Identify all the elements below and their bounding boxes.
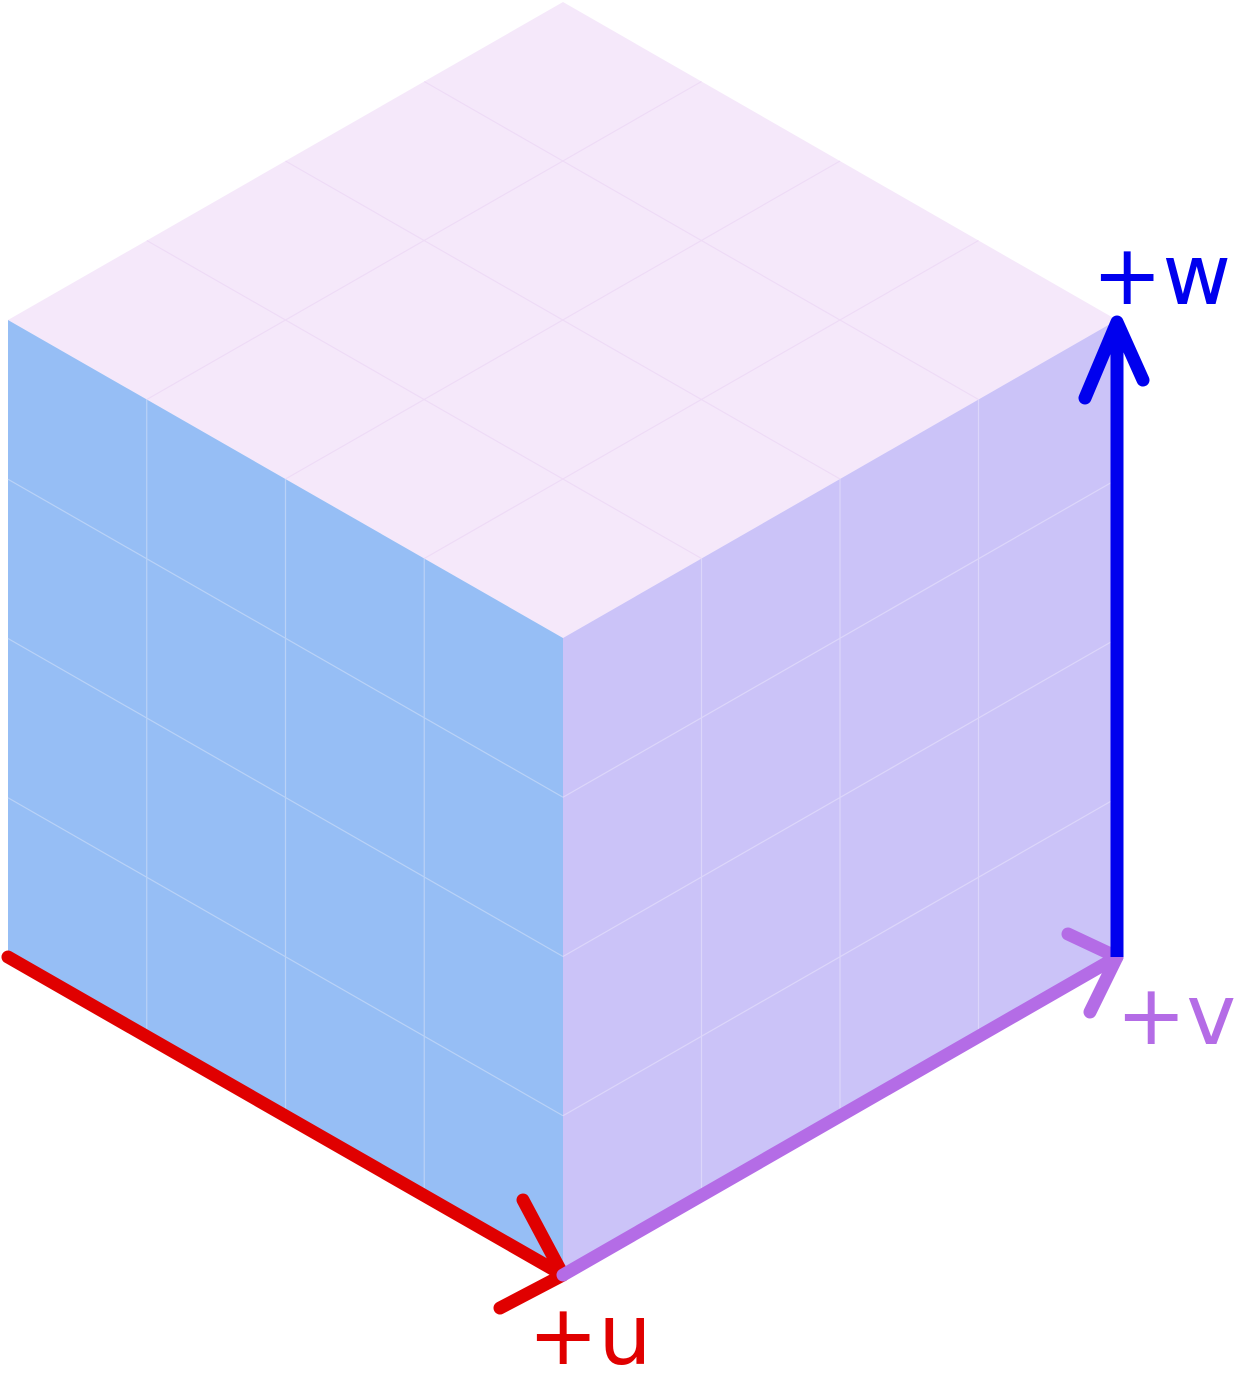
top-grid-line	[423, 239, 979, 560]
w-axis-arrowhead	[1078, 315, 1150, 405]
v-axis-shaft	[556, 950, 1124, 1282]
cube-left-grid	[7, 399, 564, 1196]
w-axis-label: +w	[1092, 226, 1231, 324]
cube-top-grid	[146, 80, 979, 560]
top-grid-line	[285, 160, 841, 480]
top-grid-line	[423, 80, 979, 401]
u-axis-label: +u	[528, 1286, 652, 1374]
right-grid-line	[562, 797, 1118, 1117]
u-axis-shaft	[1, 950, 570, 1282]
right-grid-line	[562, 637, 1118, 958]
w-axis-arrow	[1078, 315, 1150, 957]
left-grid-line	[7, 797, 564, 1117]
left-grid-line	[7, 637, 564, 958]
cube-right-grid	[562, 399, 1118, 1196]
v-axis-label: +v	[1116, 966, 1235, 1064]
